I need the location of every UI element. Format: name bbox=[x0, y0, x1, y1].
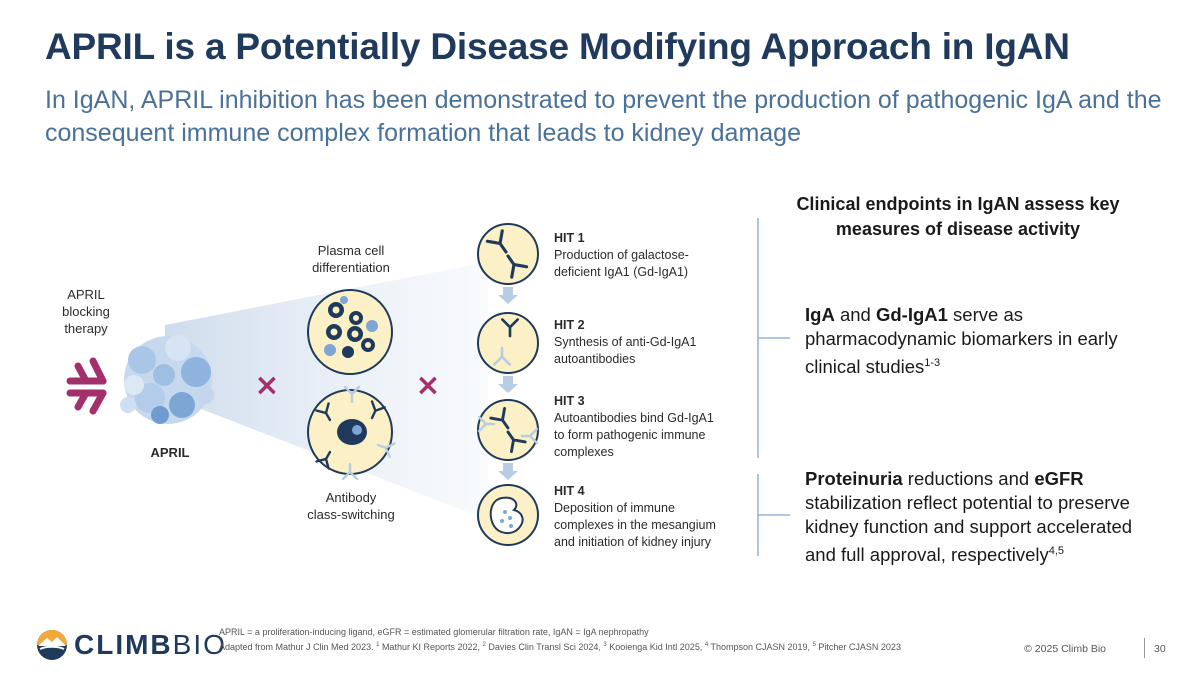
page-divider bbox=[1144, 638, 1145, 658]
april-label: APRIL bbox=[150, 445, 190, 460]
signal-beam bbox=[165, 262, 488, 520]
class-switching-icon bbox=[307, 385, 396, 481]
copyright: © 2025 Climb Bio bbox=[1024, 643, 1106, 655]
approval-text: Proteinuria reductions and eGFR stabiliz… bbox=[805, 468, 1133, 566]
hit1-icon bbox=[477, 223, 539, 285]
page-number: 30 bbox=[1154, 643, 1166, 655]
hit-4-text: HIT 4 Deposition of immune complexes in … bbox=[554, 484, 716, 549]
hit-2-text: HIT 2 Synthesis of anti-Gd-IgA1 autoanti… bbox=[554, 318, 697, 366]
footnote: APRIL = a proliferation-inducing ligand,… bbox=[219, 627, 901, 652]
hit3-icon bbox=[477, 399, 539, 461]
april-protein-icon bbox=[120, 335, 214, 424]
hit-3-text: HIT 3 Autoantibodies bind Gd-IgA1 to for… bbox=[554, 394, 714, 459]
block-mark-2: × bbox=[415, 368, 440, 403]
climbbio-logo: CLIMBBIO bbox=[36, 628, 227, 662]
panel-brackets bbox=[757, 218, 790, 556]
blocking-antibody-icon bbox=[66, 357, 107, 415]
hit-flow-arrows bbox=[498, 287, 518, 480]
hit-1-text: HIT 1 Production of galactose- deficient… bbox=[554, 231, 689, 279]
class-switching-label: Antibody class-switching bbox=[307, 490, 395, 522]
blocking-therapy-label: APRIL blocking therapy bbox=[62, 287, 110, 336]
plasma-cell-icon bbox=[307, 289, 393, 375]
page-title: APRIL is a Potentially Disease Modifying… bbox=[45, 26, 1070, 67]
page-subtitle: In IgAN, APRIL inhibition has been demon… bbox=[45, 86, 1162, 147]
hit4-kidney-icon bbox=[477, 484, 539, 546]
mountain-logo-icon bbox=[37, 630, 67, 660]
plasma-cell-label: Plasma cell differentiation bbox=[312, 243, 390, 275]
block-mark-1: × bbox=[254, 368, 279, 403]
hit2-icon bbox=[477, 312, 539, 374]
endpoints-title: Clinical endpoints in IgAN assess key me… bbox=[796, 194, 1120, 239]
biomarkers-text: IgA and Gd-IgA1 serve as pharmacodynamic… bbox=[805, 304, 1118, 378]
